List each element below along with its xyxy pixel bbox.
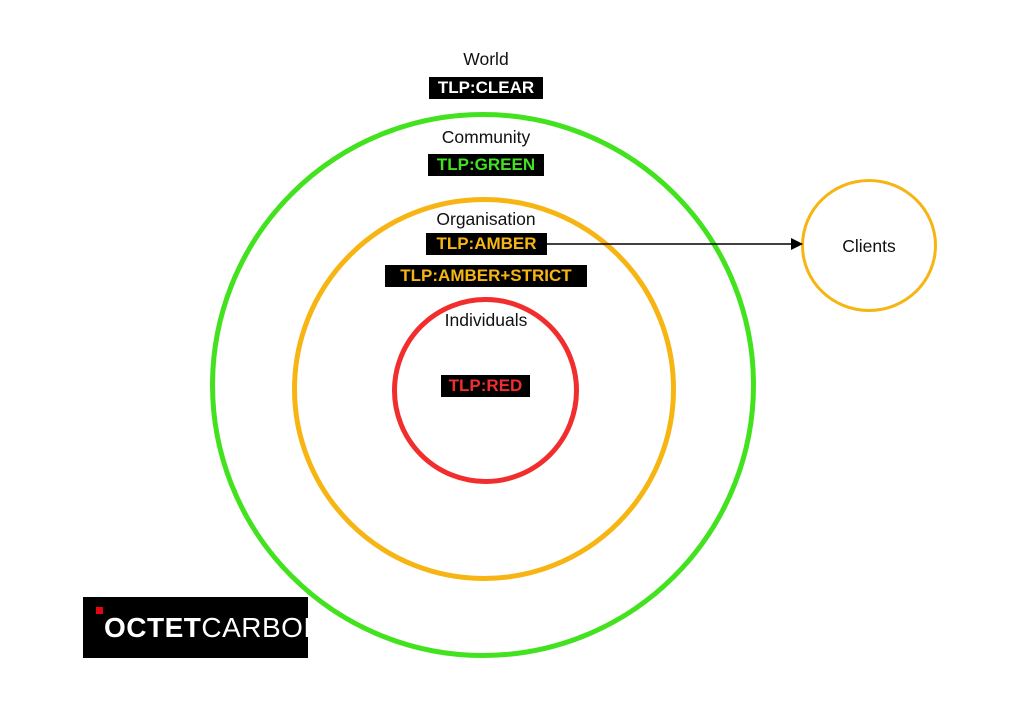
individuals-label: Individuals — [444, 310, 528, 330]
tlp-clear-tag: TLP:CLEAR — [429, 77, 543, 99]
tlp-green-tag: TLP:GREEN — [428, 154, 544, 176]
logo-light-text: CARBON — [201, 612, 325, 643]
world-label: World — [463, 49, 509, 69]
tlp-amber-strict-tag: TLP:AMBER+STRICT — [385, 265, 587, 287]
tlp-red-tag: TLP:RED — [441, 375, 530, 397]
organisation-label: Organisation — [436, 209, 536, 229]
logo-accent-square-icon — [96, 607, 103, 614]
individuals-ring — [392, 297, 579, 484]
logo-bold-text: OCTET — [104, 612, 202, 643]
organisation-ring — [292, 197, 676, 581]
community-ring — [210, 112, 756, 658]
octetcarbon-logo: OCTETCARBON — [83, 597, 324, 658]
clients-label: Clients — [842, 236, 896, 256]
logo-wordmark: OCTETCARBON — [104, 613, 324, 643]
tlp-amber-tag: TLP:AMBER — [426, 233, 547, 255]
community-label: Community — [441, 127, 531, 147]
